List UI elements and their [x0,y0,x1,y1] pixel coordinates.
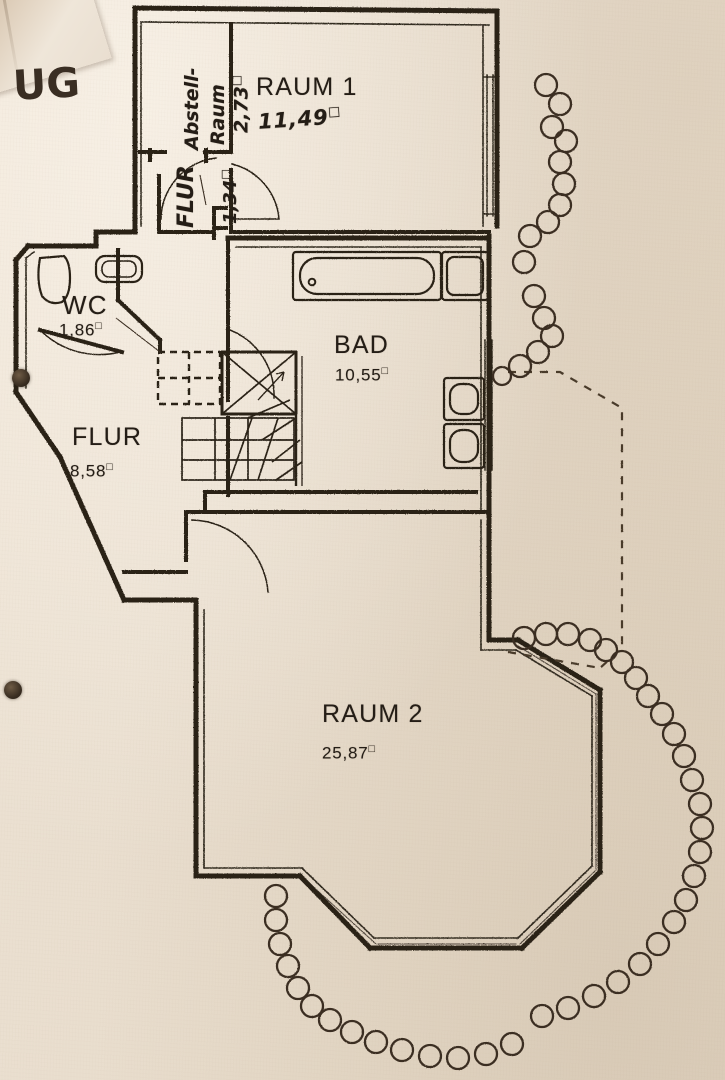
exterior-wall-outline [12,5,604,952]
punch-hole [12,369,30,387]
washbasin-fixture-wc [37,254,72,305]
label-leader-lines [115,174,207,353]
exterior-wall-inner-line [24,21,594,940]
wall-hatch-lines [307,645,597,945]
door-swing-arcs [38,157,280,593]
bidet-fixture-bad [442,422,486,470]
interior-partition-walls [37,22,491,574]
toilet-fixture-bad [442,376,486,422]
bathtub-fixture [291,250,443,302]
vegetation-shrub-circles [263,72,715,1071]
punch-hole [4,681,22,699]
toilet-fixture-wc [94,254,144,284]
built-in-closet-dashed [156,350,222,406]
shower-tray-fixture [440,250,490,302]
level-marking-ug: UG [11,58,82,110]
winder-staircase [181,350,303,486]
